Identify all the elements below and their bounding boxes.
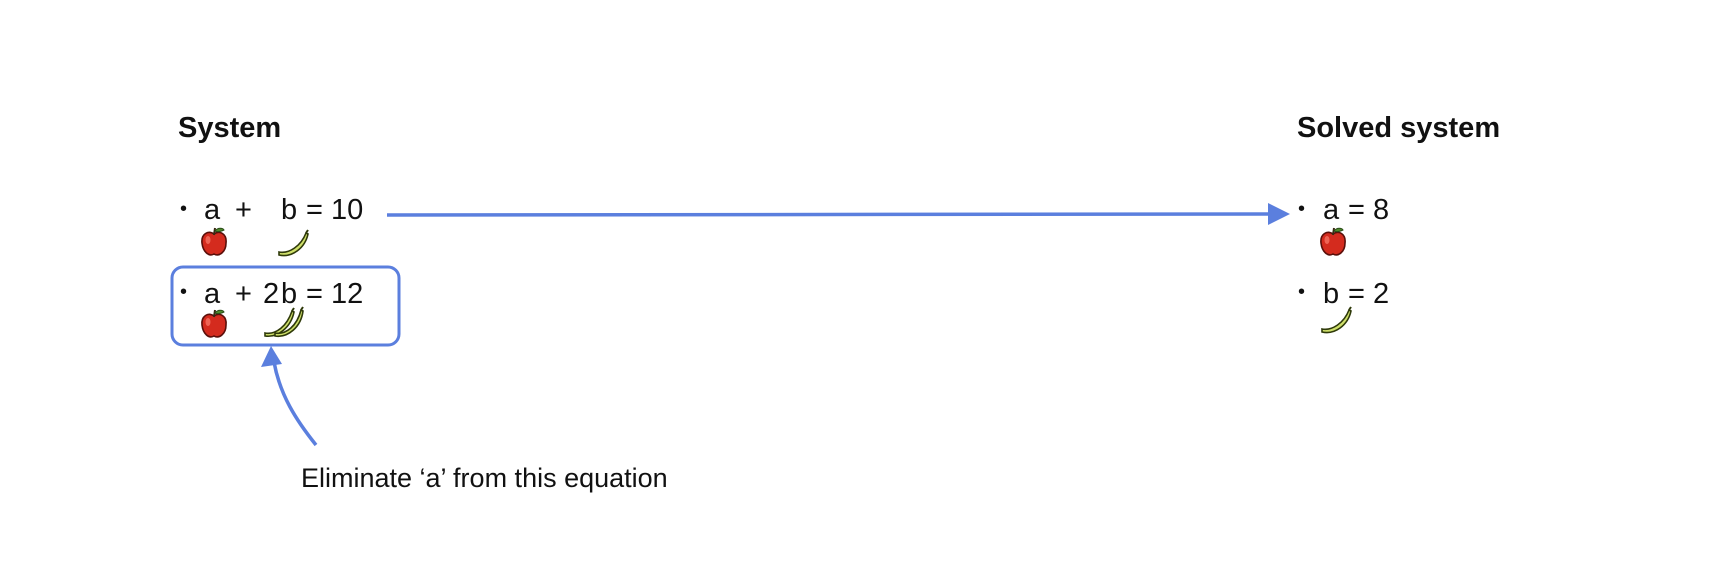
banana-icon bbox=[278, 229, 309, 257]
bullet: • bbox=[1298, 198, 1306, 220]
apple-icon bbox=[201, 227, 227, 256]
equation-2-coefficient: 2 bbox=[263, 278, 280, 310]
equation-1-variable-b: b bbox=[281, 194, 298, 226]
annotation-arrow bbox=[261, 346, 318, 447]
solved-equation-2-value: = 2 bbox=[1348, 278, 1390, 310]
apple-icon bbox=[201, 309, 227, 338]
equation-2-plus: + bbox=[235, 278, 252, 310]
bullet: • bbox=[180, 198, 188, 220]
solved-system-title: Solved system bbox=[1297, 112, 1501, 144]
highlight-box bbox=[170, 265, 401, 347]
solved-equation-1-value: = 8 bbox=[1348, 194, 1390, 226]
solved-equation-1-variable: a bbox=[1323, 194, 1340, 226]
equation-1-plus: + bbox=[235, 194, 252, 226]
equation-1-rhs: = 10 bbox=[306, 194, 364, 226]
banana-pair-icon bbox=[264, 306, 304, 337]
equation-2-variable-a: a bbox=[204, 278, 221, 310]
equation-2-variable-b: b bbox=[281, 278, 298, 310]
equation-2-rhs: = 12 bbox=[306, 278, 364, 310]
bullet: • bbox=[180, 281, 188, 303]
bullet: • bbox=[1298, 281, 1306, 303]
solved-equation-2-variable: b bbox=[1323, 278, 1340, 310]
apple-icon bbox=[1320, 227, 1346, 256]
equation-1-variable-a: a bbox=[204, 194, 221, 226]
system-title: System bbox=[178, 112, 282, 144]
annotation-text: Eliminate ‘a’ from this equation bbox=[301, 463, 668, 493]
banana-icon bbox=[1321, 306, 1352, 334]
solve-arrow bbox=[386, 203, 1290, 225]
